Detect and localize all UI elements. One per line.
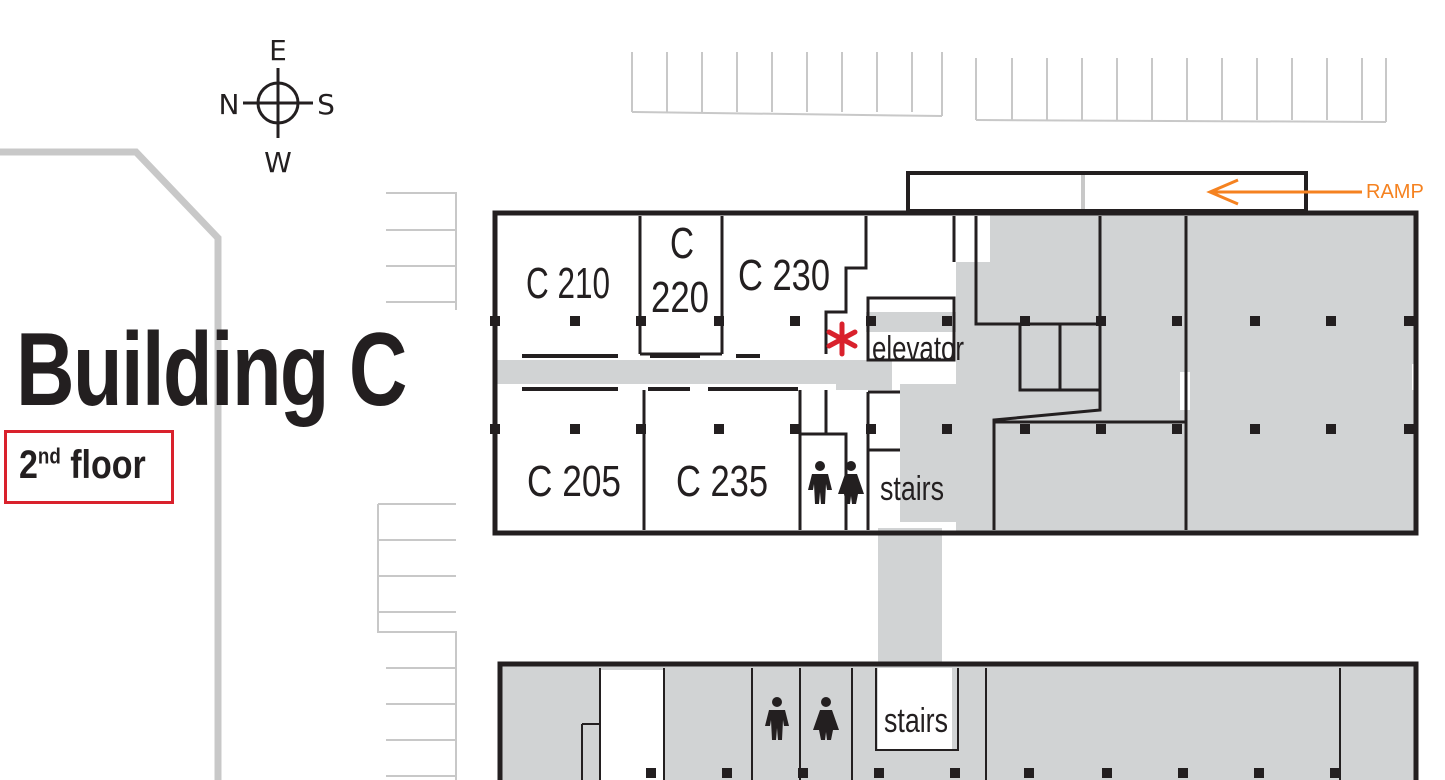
ramp-arrow-icon [1206, 178, 1362, 206]
ramp [906, 171, 1362, 213]
ramp-label: RAMP [1366, 181, 1424, 203]
parking-lines [377, 52, 1387, 780]
floor-word: floor [70, 443, 146, 487]
compass-north: N [219, 88, 240, 121]
lower-building [497, 661, 1419, 780]
restroom-men-icon [765, 697, 789, 740]
room-c230: C 230 [738, 251, 830, 300]
room-c210: C 210 [526, 259, 610, 308]
compass-south: S [317, 88, 335, 121]
room-c220-line2: 220 [651, 273, 709, 322]
room-c220-line1: C [670, 219, 694, 268]
room-c205: C 205 [527, 457, 621, 506]
compass-icon: E N S W [219, 34, 335, 179]
floor-indicator: 2nd floor [19, 443, 146, 488]
building-title: Building C [16, 312, 407, 428]
stairs-label-upper: stairs [880, 470, 944, 508]
floor-number: 2 [19, 443, 38, 487]
compass-east: E [269, 34, 287, 67]
compass-west: W [264, 146, 292, 179]
elevator-location-asterisk-icon [826, 321, 858, 357]
upper-building [490, 210, 1419, 668]
restroom-men-icon [808, 461, 832, 504]
floor-suffix: nd [37, 443, 61, 469]
restroom-women-icon [813, 697, 839, 740]
site-outline [0, 148, 222, 780]
elevator-label: elevator [872, 330, 964, 368]
room-c235: C 235 [676, 457, 768, 506]
floor-indicator-box: 2nd floor [4, 430, 174, 504]
restroom-women-icon [838, 461, 864, 504]
room-labels: C 210 C 220 C 230 C 205 C 235 elevator s… [526, 219, 964, 740]
stairs-label-lower: stairs [884, 702, 948, 740]
